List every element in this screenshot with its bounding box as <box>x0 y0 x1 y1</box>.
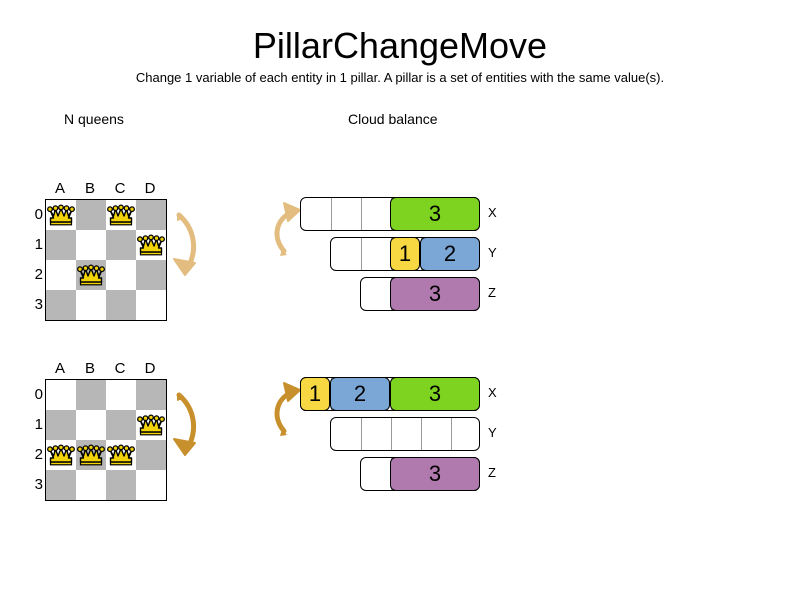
row-label: 3 <box>34 295 43 313</box>
process-block[interactable]: 3 <box>390 277 480 311</box>
capacity-unit-divider <box>451 418 452 450</box>
board-cell[interactable] <box>106 440 136 470</box>
queen-icon <box>77 444 105 466</box>
board-cell[interactable] <box>136 380 166 410</box>
board-cell[interactable] <box>46 440 76 470</box>
board-cell[interactable] <box>136 440 166 470</box>
queen-icon <box>137 234 165 256</box>
process-block[interactable]: 3 <box>390 377 480 411</box>
curved-arrow-down-icon <box>173 392 196 456</box>
board-cell[interactable] <box>76 470 106 500</box>
board-grid <box>45 199 167 321</box>
capacity-unit-divider <box>421 418 422 450</box>
column-label: C <box>114 360 126 377</box>
computer-label: Z <box>488 285 496 300</box>
row-labels: 0 1 2 3 <box>28 199 43 319</box>
process-block[interactable]: 2 <box>420 237 480 271</box>
column-label: A <box>54 360 65 377</box>
process-block[interactable]: 2 <box>330 377 390 411</box>
board-cell[interactable] <box>136 260 166 290</box>
row-label: 0 <box>34 205 43 223</box>
queen-icon <box>47 444 75 466</box>
row-label: 3 <box>34 475 43 493</box>
capacity-unit-divider <box>361 238 362 270</box>
page-subtitle: Change 1 variable of each entity in 1 pi… <box>135 70 665 85</box>
board-cell[interactable] <box>106 200 136 230</box>
board-cell[interactable] <box>106 410 136 440</box>
section-heading-nqueens: N queens <box>64 111 124 127</box>
board-cell[interactable] <box>106 260 136 290</box>
column-label: A <box>54 180 65 197</box>
board-cell[interactable] <box>136 230 166 260</box>
board-cell[interactable] <box>136 470 166 500</box>
board-cell[interactable] <box>46 380 76 410</box>
row-labels: 0 1 2 3 <box>28 379 43 499</box>
board-cell[interactable] <box>76 260 106 290</box>
row-label: 0 <box>34 385 43 403</box>
computer-label: Y <box>488 425 497 440</box>
computer-capacity-bar <box>330 417 480 451</box>
board-cell[interactable] <box>76 440 106 470</box>
board-cell[interactable] <box>76 290 106 320</box>
capacity-unit-divider <box>391 418 392 450</box>
computer-label: X <box>488 385 497 400</box>
column-labels: A B C D <box>45 360 165 379</box>
column-label: B <box>84 180 95 197</box>
board-cell[interactable] <box>46 470 76 500</box>
queen-icon <box>47 204 75 226</box>
board-cell[interactable] <box>46 230 76 260</box>
board-cell[interactable] <box>76 230 106 260</box>
column-label: B <box>84 360 95 377</box>
column-label: D <box>144 360 156 377</box>
board-cell[interactable] <box>46 410 76 440</box>
column-label: C <box>114 180 126 197</box>
process-block[interactable]: 3 <box>390 457 480 491</box>
row-label: 1 <box>34 235 43 253</box>
row-label: 2 <box>34 265 43 283</box>
board-cell[interactable] <box>76 200 106 230</box>
column-label: D <box>144 180 156 197</box>
page-title: PillarChangeMove <box>252 25 548 66</box>
capacity-unit-divider <box>361 418 362 450</box>
board-grid <box>45 379 167 501</box>
board-cell[interactable] <box>106 470 136 500</box>
capacity-unit-divider <box>331 198 332 230</box>
process-block[interactable]: 3 <box>390 197 480 231</box>
curved-arrow-down-icon <box>173 212 196 276</box>
board-cell[interactable] <box>106 230 136 260</box>
capacity-unit-divider <box>361 198 362 230</box>
computer-label: X <box>488 205 497 220</box>
board-cell[interactable] <box>106 290 136 320</box>
queen-icon <box>107 444 135 466</box>
computer-label: Y <box>488 245 497 260</box>
process-block[interactable]: 1 <box>300 377 330 411</box>
process-block[interactable]: 1 <box>390 237 420 271</box>
board-cell[interactable] <box>46 260 76 290</box>
board-cell[interactable] <box>76 410 106 440</box>
row-label: 2 <box>34 445 43 463</box>
board-cell[interactable] <box>46 200 76 230</box>
curved-arrow-up-icon <box>274 202 301 256</box>
board-cell[interactable] <box>136 200 166 230</box>
board-cell[interactable] <box>136 410 166 440</box>
curved-arrow-up-icon <box>274 382 301 436</box>
board-cell[interactable] <box>106 380 136 410</box>
board-cell[interactable] <box>136 290 166 320</box>
column-labels: A B C D <box>45 180 165 199</box>
section-heading-cloud: Cloud balance <box>348 111 438 127</box>
board-cell[interactable] <box>76 380 106 410</box>
board-cell[interactable] <box>46 290 76 320</box>
queen-icon <box>137 414 165 436</box>
queen-icon <box>107 204 135 226</box>
row-label: 1 <box>34 415 43 433</box>
computer-label: Z <box>488 465 496 480</box>
queen-icon <box>77 264 105 286</box>
